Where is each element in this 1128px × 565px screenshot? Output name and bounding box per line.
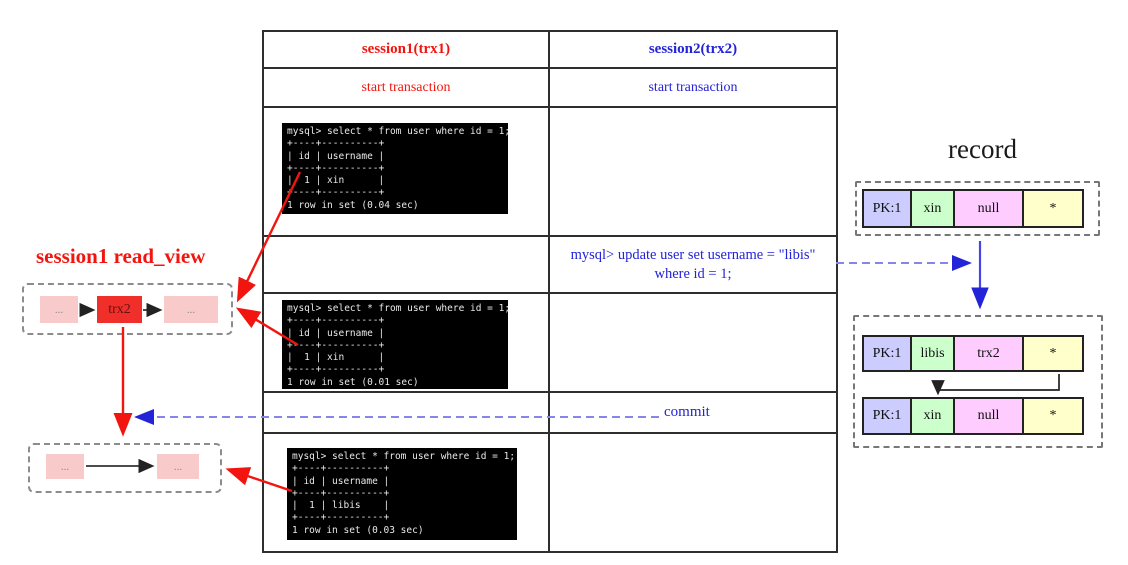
session2-empty-cell-2 <box>550 294 836 393</box>
record-rest-cell: * <box>1022 397 1084 435</box>
terminal-line: | id | username | <box>287 150 385 162</box>
session2-header-cell: session2(trx2) <box>550 32 836 69</box>
record-username-cell: libis <box>910 335 955 372</box>
terminal-line: mysql> select * from user where id = 1; <box>292 451 516 462</box>
session2-commit-cell: commit <box>550 393 836 434</box>
terminal-line: mysql> select * from user where id = 1; <box>287 303 511 314</box>
terminal-line: | 1 | xin | <box>287 352 385 364</box>
terminal-line: | 1 | xin | <box>287 175 385 187</box>
terminal-select-3: mysql> select * from user where id = 1; … <box>287 448 517 540</box>
terminal-line: +----+----------+ <box>287 187 385 199</box>
record-version-initial: PK:1 xin null * <box>862 189 1084 228</box>
session1-select1-cell <box>264 108 550 237</box>
terminal-line: +----+----------+ <box>292 487 390 499</box>
read-view2-node-next: ... <box>157 454 199 479</box>
update-sql-line2: where id = 1; <box>654 265 732 282</box>
terminal-line: +----+----------+ <box>287 138 385 150</box>
record-version-current: PK:1 libis trx2 * <box>862 335 1084 372</box>
read-view-title: session1 read_view <box>36 244 206 268</box>
commit-label: commit <box>664 404 710 420</box>
record-pk-cell: PK:1 <box>862 189 912 228</box>
read-view-node-trx2: trx2 <box>97 296 142 323</box>
record-rest-cell: * <box>1022 189 1084 228</box>
session1-start-transaction: start transaction <box>264 69 550 108</box>
record-trx-cell: null <box>953 189 1024 228</box>
terminal-line: | id | username | <box>292 475 390 487</box>
terminal-line: +----+----------+ <box>292 463 390 475</box>
record-pk-cell: PK:1 <box>862 335 912 372</box>
read-view-node-next: ... <box>164 296 218 323</box>
record-username-cell: xin <box>910 189 955 228</box>
session2-empty-cell-1 <box>550 108 836 237</box>
read-view-list-1 <box>22 283 233 335</box>
terminal-line: +----+----------+ <box>287 162 385 174</box>
terminal-line: +----+----------+ <box>287 364 385 376</box>
session1-empty-cell-2 <box>264 393 550 434</box>
terminal-line: 1 row in set (0.01 sec) <box>287 376 419 388</box>
terminal-line: | 1 | libis | <box>292 500 390 512</box>
terminal-select-1: mysql> select * from user where id = 1; … <box>282 123 511 214</box>
session2-start-transaction: start transaction <box>550 69 836 108</box>
terminal-line: +----+----------+ <box>292 512 390 524</box>
record-box-after-update <box>853 315 1103 448</box>
update-sql-line1: mysql> update user set username = "libis… <box>570 246 816 263</box>
terminal-line: 1 row in set (0.04 sec) <box>287 199 419 211</box>
terminal-line: 1 row in set (0.03 sec) <box>292 524 424 536</box>
record-version-undo: PK:1 xin null * <box>862 397 1084 435</box>
record-trx-cell: trx2 <box>953 335 1024 372</box>
record-pk-cell: PK:1 <box>862 397 912 435</box>
record-rest-cell: * <box>1022 335 1084 372</box>
terminal-line: | id | username | <box>287 327 385 339</box>
record-username-cell: xin <box>910 397 955 435</box>
terminal-line: +----+----------+ <box>287 339 385 351</box>
session2-empty-cell-3 <box>550 434 836 551</box>
record-trx-cell: null <box>953 397 1024 435</box>
read-view-list-2 <box>28 443 222 493</box>
session1-header-cell: session1(trx1) <box>264 32 550 69</box>
read-view-node-prev: ... <box>40 296 78 323</box>
record-title: record <box>948 134 1017 164</box>
record-box-initial <box>855 181 1100 236</box>
terminal-line: +----+----------+ <box>287 315 385 327</box>
terminal-line: mysql> select * from user where id = 1; <box>287 126 511 137</box>
session1-empty-cell-1 <box>264 237 550 294</box>
terminal-select-2: mysql> select * from user where id = 1; … <box>282 300 511 389</box>
session1-select2-cell <box>264 294 550 393</box>
session2-update-cell: mysql> update user set username = "libis… <box>550 237 836 294</box>
read-view2-node-prev: ... <box>46 454 84 479</box>
session1-select3-cell <box>264 434 550 551</box>
